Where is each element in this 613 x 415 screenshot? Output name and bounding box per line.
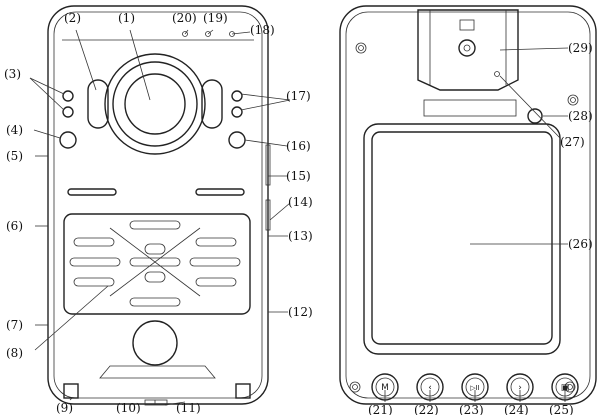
label-28: (28) [568,109,593,123]
foot-right [235,383,251,399]
label-15: (15) [286,169,311,183]
leader-lines [29,29,569,406]
nameplate [423,99,517,117]
label-20: (20) [172,11,197,25]
clip-screw [458,39,476,57]
clip-label-area [459,19,475,31]
sensor-right [228,131,246,149]
label-18: (18) [250,23,275,37]
label-2: (2) [64,11,81,25]
front-body-inner [53,11,263,399]
label-22: (22) [414,403,439,415]
label-27: (27) [560,135,585,149]
play-pause-icon: ▷II [470,384,480,392]
indicator-right-1 [231,90,243,102]
label-25: (25) [549,403,574,415]
lens-bezel [104,53,206,155]
front-body-outline [47,5,269,405]
callout-labels: (1) (2) (3) (4) (5) (6) (7) (8) (9) (10)… [4,11,593,415]
back-view: M ‹ ▷II › ▣ [339,5,597,405]
display-screen [371,131,553,345]
indicator-right-2 [231,106,243,118]
bottom-ridge [99,365,216,379]
screw-28 [527,108,543,124]
mic-hole-19 [205,31,211,37]
label-1: (1) [118,11,135,25]
grip-pattern [69,220,241,307]
label-8: (8) [6,346,23,360]
label-26: (26) [568,237,593,251]
label-10: (10) [116,401,141,415]
sensor-left [59,131,77,149]
display-frame [363,123,561,355]
chevron-right-icon: › [518,383,522,393]
label-7: (7) [6,318,23,332]
lens-ring [112,61,198,147]
label-16: (16) [286,139,311,153]
menu-icon: M [381,383,389,393]
label-14: (14) [288,195,313,209]
label-21: (21) [368,403,393,415]
back-body-inner [345,11,591,399]
speaker-slot-right [195,188,245,196]
label-13: (13) [288,229,313,243]
label-24: (24) [504,403,529,415]
ir-light-right [201,79,223,129]
label-9: (9) [56,401,73,415]
usb-port [144,399,168,406]
indicator-left-2 [62,106,74,118]
reset-hole [494,71,500,77]
indicator-left-1 [62,90,74,102]
camera-icon: ▣ [561,383,570,393]
chevron-left-icon: ‹ [428,383,432,393]
back-body-outline [339,5,597,405]
label-11: (11) [176,401,201,415]
side-button [265,144,271,186]
label-12: (12) [288,305,313,319]
label-19: (19) [203,11,228,25]
side-slot [265,199,271,231]
label-6: (6) [6,219,23,233]
label-23: (23) [459,403,484,415]
label-3: (3) [4,67,21,81]
label-5: (5) [6,149,23,163]
ir-light-left [87,79,109,129]
label-17: (17) [286,89,311,103]
front-view [47,5,271,406]
label-4: (4) [6,123,23,137]
camera-lens [124,73,186,135]
foot-left [63,383,79,399]
clip-mount [132,320,178,366]
clip [417,9,519,91]
mic-hole-20 [182,31,188,37]
speaker-slot-left [67,188,117,196]
label-29: (29) [568,41,593,55]
grip-panel [63,213,251,315]
